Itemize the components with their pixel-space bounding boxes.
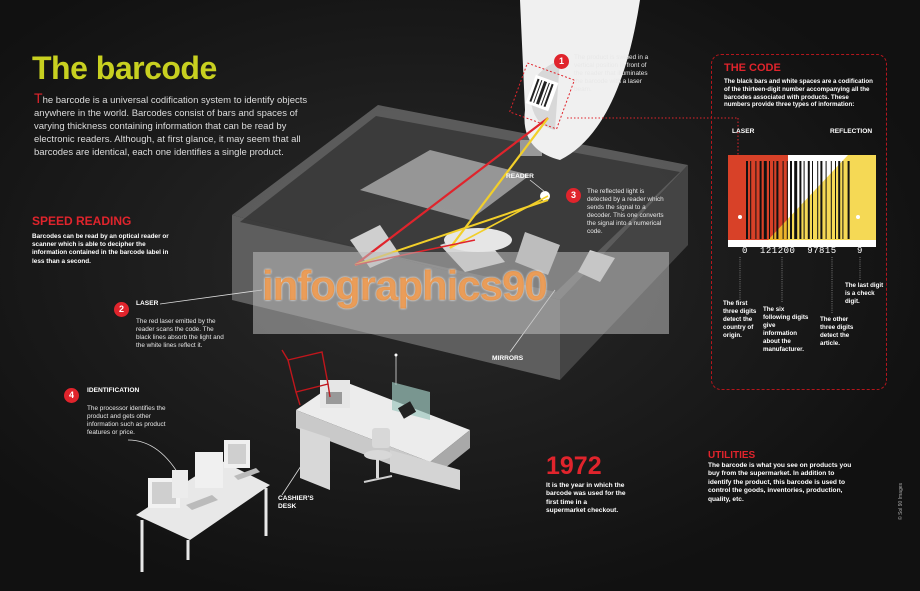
step-4-text: The processor identifies the product and… [87,405,166,436]
step-2-label: LASER [136,300,159,307]
connector-lines [567,117,739,155]
the-code-text: The black bars and white spaces are a co… [724,78,873,109]
cashier-desk [281,349,470,490]
barcode-graphic [728,155,876,247]
digit-leader-lines [739,257,861,313]
code-note-country: The first three digits detect the countr… [723,300,757,339]
step-2-text: The red laser emitted by the reader scan… [136,318,224,349]
the-code-heading: THE CODE [724,62,781,74]
computer-desk [136,440,270,572]
intro-first-letter: T [34,90,43,106]
cashiers-desk-label: CASHIER'S DESK [278,495,314,511]
step-1-badge: 1 [554,54,569,69]
step-3-badge: 3 [566,188,581,203]
code-laser-label: LASER [732,128,755,135]
utilities-text: The barcode is what you see on products … [708,462,852,503]
the-code-panel [711,54,887,390]
utilities-heading: UTILITIES [708,450,756,461]
step-4-label: IDENTIFICATION [87,387,140,394]
scanner-box [232,105,688,380]
speed-reading-text: Barcodes can be read by an optical reade… [32,233,169,265]
code-first-digit: 0 [742,246,748,256]
image-credit: © Sol 90 Images [898,482,904,520]
mirrors-label: MIRRORS [492,355,524,362]
step-4-badge: 4 [64,388,79,403]
page-title: The barcode [32,50,217,86]
year-text: It is the year in which the barcode was … [546,482,626,515]
product-wand [508,0,640,160]
step-2-badge: 2 [114,302,129,317]
watermark-text: infographics90 [262,262,548,309]
year-value: 1972 [546,452,602,480]
step-1-text: The product is swiped in a vertical posi… [574,54,649,93]
intro-text: The barcode is a universal codification … [34,90,324,159]
code-note-manufacturer: The six following digits give informatio… [763,306,809,353]
code-middle-digits: 121200 97815 [760,246,837,256]
watermark-band [253,252,669,334]
step-3-text: The reflected light is detected by a rea… [587,188,664,235]
intro-body: he barcode is a universal codification s… [34,95,308,158]
code-reflection-label: REFLECTION [830,128,873,135]
reader-label: READER [506,173,534,180]
code-last-digit: 9 [857,246,863,256]
code-note-check-digit: The last digit is a check digit. [845,282,884,305]
speed-reading-heading: SPEED READING [32,214,132,228]
code-note-article: The other three digits detect the articl… [820,316,854,347]
